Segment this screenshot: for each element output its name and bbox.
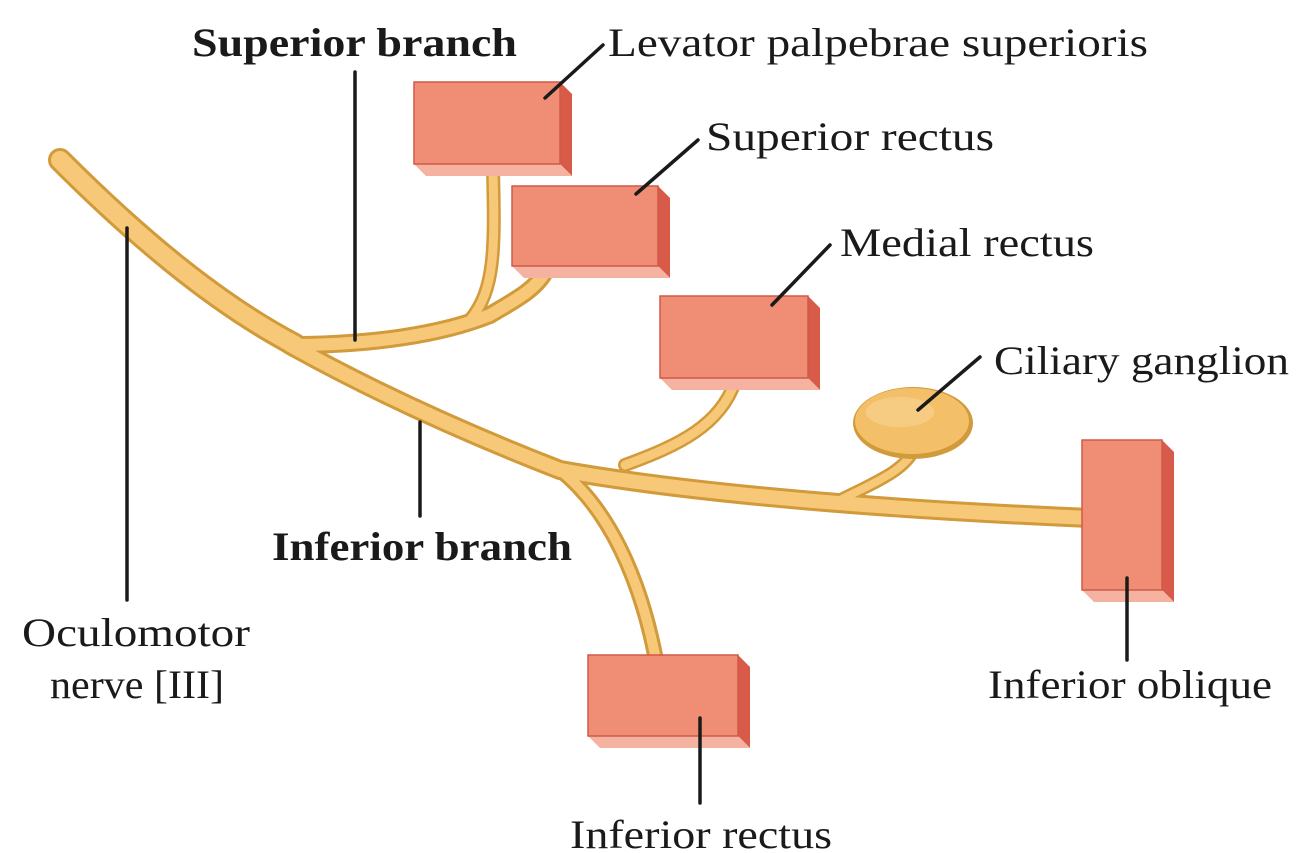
medial-rectus-nerve-outline (625, 382, 735, 465)
medial-rectus-muscle-block (660, 296, 820, 390)
leader-superior-rectus (636, 140, 698, 194)
label-oculomotor-line1: Oculomotor (22, 610, 250, 655)
ciliary-ganglion-shape (853, 387, 973, 459)
label-superior-rectus: Superior rectus (706, 114, 994, 159)
label-levator-palpebrae-superioris: Levator palpebrae superioris (608, 20, 1148, 65)
superior-rectus-muscle-block (512, 186, 670, 278)
label-inferior-rectus: Inferior rectus (570, 812, 832, 853)
leader-levator (545, 45, 603, 98)
inferior-rectus-nerve-outline (560, 470, 655, 655)
label-inferior-oblique: Inferior oblique (988, 662, 1272, 707)
label-superior-branch: Superior branch (192, 20, 517, 65)
label-ciliary-ganglion: Ciliary ganglion (994, 338, 1289, 383)
inferior-rectus-muscle-block (588, 655, 750, 748)
label-oculomotor-line2: nerve [III] (50, 662, 224, 707)
label-medial-rectus: Medial rectus (840, 220, 1094, 265)
superior-branch-nerve (290, 272, 545, 345)
label-inferior-branch: Inferior branch (272, 524, 572, 569)
